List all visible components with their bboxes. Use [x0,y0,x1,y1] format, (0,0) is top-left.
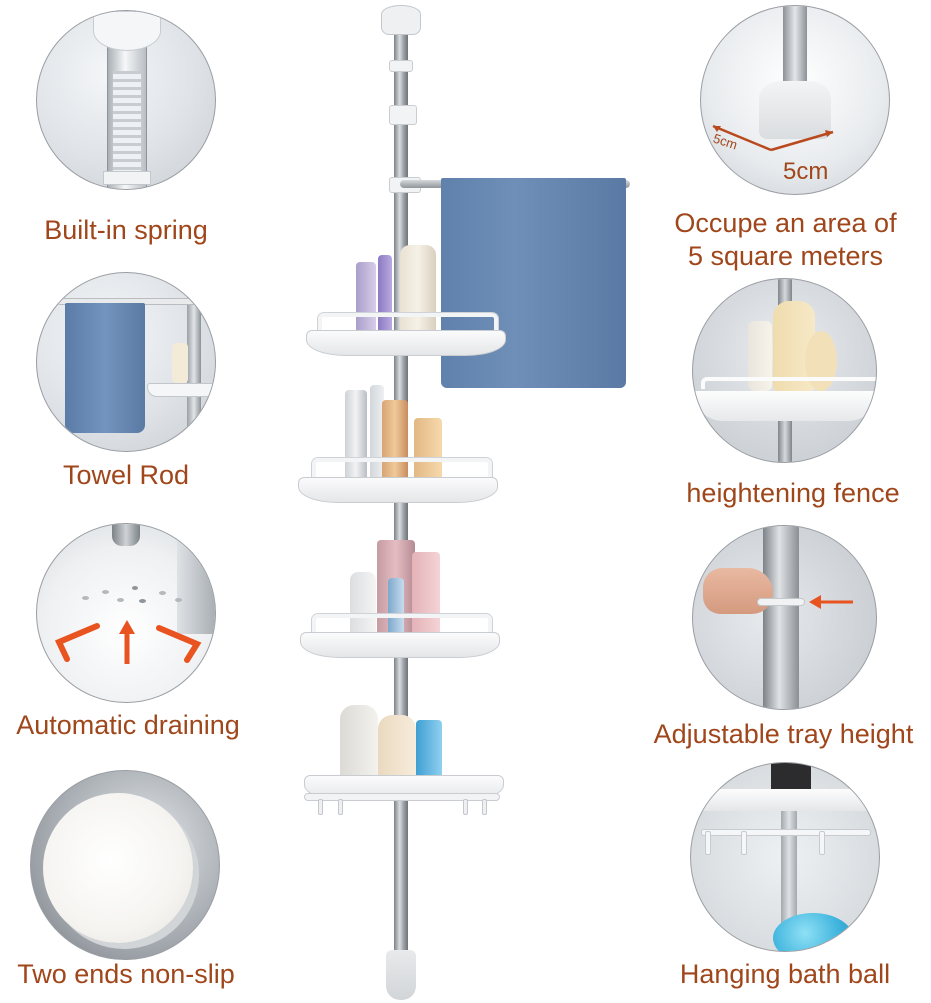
tray-2 [298,477,498,503]
towel [441,178,626,388]
base-cap-icon [759,81,831,139]
bath-ball-icon [773,913,853,951]
non-slip-pad-icon [43,793,193,943]
hook [482,799,487,815]
bottom-cap [386,950,416,1000]
dimension-large: 5cm [783,158,829,185]
hook [318,799,323,815]
top-cap [381,5,421,35]
label-built-in-spring: Built-in spring [44,215,208,245]
label-footprint-line2: 5 square meters [687,241,884,271]
non-slip-ends-image [30,770,220,960]
dimension-arrows-icon [712,124,834,152]
heightening-fence-image [692,278,877,463]
towel-icon [65,303,145,433]
towel-rod-image [36,272,216,452]
hanging-bath-ball-image [690,762,880,952]
tray-1 [306,330,506,356]
label-heightening-fence: heightening fence [686,478,900,508]
label-hanging-bath-ball: Hanging bath ball [679,959,891,989]
adjustable-height-image [692,525,877,710]
hook [463,799,468,815]
automatic-draining-image [36,523,216,703]
tray-3 [300,632,500,658]
footprint-image: 5cm 5cm [700,5,890,195]
fence-rail-icon [701,377,876,389]
hook-bar [304,793,500,801]
hand-icon [703,568,773,614]
label-two-ends-non-slip: Two ends non-slip [17,959,235,989]
hook [338,799,343,815]
built-in-spring-image [36,10,216,190]
drain-holes-icon [77,584,187,614]
drain-arrows-icon [54,620,202,664]
label-adjustable-tray-height: Adjustable tray height [653,719,914,749]
label-automatic-draining: Automatic draining [16,710,240,740]
push-arrow-icon [809,595,853,609]
label-footprint-line1: Occupe an area of [674,208,897,238]
label-towel-rod: Towel Rod [62,460,190,490]
hook-rail-icon [701,829,871,836]
